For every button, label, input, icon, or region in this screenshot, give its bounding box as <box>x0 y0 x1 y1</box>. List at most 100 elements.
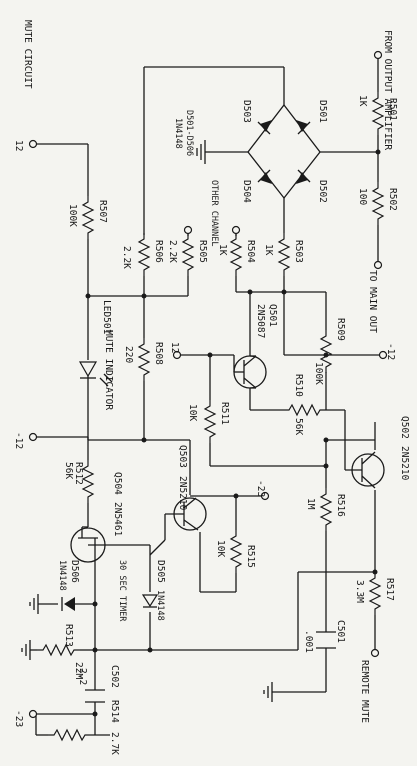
label-diodes-note-a: D501-D506 <box>184 110 194 156</box>
val-r515: 10K <box>215 540 226 557</box>
val-r514: 2.7K <box>109 732 120 755</box>
ground-icon <box>263 682 326 702</box>
val-r502: 100 <box>357 188 368 205</box>
terminal-plus12-a <box>28 139 38 149</box>
resistor-r510 <box>282 404 327 416</box>
label-to-main-out: TO MAIN OUT <box>367 270 378 333</box>
val-r501: 1K <box>357 95 368 107</box>
ref-d503: D503 <box>241 100 252 123</box>
terminal-input <box>373 50 383 60</box>
ref-c501: C501 <box>335 620 346 643</box>
terminal-label-t4: -12 <box>13 432 24 449</box>
label-mute-indicator: MUTE INDICATOR <box>103 330 114 410</box>
resistor-r504 <box>230 232 242 277</box>
diode-d502 <box>296 169 311 184</box>
junctions <box>85 149 381 717</box>
val-r504: 1K <box>217 244 228 256</box>
ref-d506: D506 <box>69 560 80 583</box>
label-diodes-note-b: 1N4148 <box>173 118 183 149</box>
label-timer: 30 SEC TIMER <box>117 560 127 622</box>
led-501 <box>78 361 113 390</box>
val-r512: 56K <box>63 462 74 479</box>
transistor-q503 <box>164 497 207 540</box>
ref-r504: R504 <box>245 240 256 263</box>
ref-r503: R503 <box>293 240 304 263</box>
val-r510: 56K <box>293 418 304 435</box>
val-d505: 1N4148 <box>155 590 165 621</box>
val-c501: .001 <box>303 630 314 653</box>
terminal-label-t6: -23 <box>13 710 24 727</box>
resistor-r506 <box>138 232 150 277</box>
ref-r516: R516 <box>335 494 346 517</box>
val-r503: 1K <box>263 244 274 256</box>
terminal-plus12-b <box>172 350 182 360</box>
ref-r506: R506 <box>153 240 164 263</box>
val-q501: 2N5087 <box>255 304 266 338</box>
transistor-q502 <box>344 451 385 489</box>
ref-r515: R515 <box>245 545 256 568</box>
ref-d501: D501 <box>317 100 328 123</box>
diode-d503 <box>257 120 272 135</box>
terminal-remote-mute <box>370 648 380 658</box>
val-q504: 2N5461 <box>112 502 123 537</box>
val-q503: 2N5210 <box>177 476 188 511</box>
terminal-main-out <box>373 260 383 270</box>
ref-d502: D502 <box>317 180 328 203</box>
terminal-other-channel-b <box>231 225 241 235</box>
val-r506: 2.2K <box>121 246 132 269</box>
terminal-other-channel <box>183 225 193 235</box>
val-c502: 2.2 <box>77 668 88 685</box>
transistor-q504 <box>70 526 115 563</box>
ref-r502: R502 <box>387 188 398 211</box>
resistor-r503 <box>278 232 290 277</box>
ref-r509: R509 <box>335 318 346 341</box>
ref-r510: R510 <box>293 374 304 397</box>
label-from: FROM OUTPUT AMPLIFIER <box>382 30 393 150</box>
terminal-minus12-b <box>28 432 38 442</box>
transistor-q501 <box>233 355 267 389</box>
val-q502: 2N5210 <box>399 446 410 481</box>
val-d506: 1N4148 <box>57 560 67 591</box>
ground-icon <box>196 140 210 164</box>
val-r517: 3.3M <box>354 580 365 603</box>
terminal-minus23-a <box>260 491 270 501</box>
ref-q502: Q502 <box>399 416 410 439</box>
terminal-minus12-a <box>378 350 388 360</box>
resistor-r511 <box>204 399 216 444</box>
val-r509: 100K <box>313 362 324 385</box>
ref-q504: Q504 <box>112 472 123 495</box>
ref-d505: D505 <box>155 560 166 583</box>
diode-d504 <box>257 169 272 184</box>
ref-r514: R514 <box>109 700 120 723</box>
diode-d505 <box>141 594 159 608</box>
diode-d506 <box>61 597 75 611</box>
ref-c502: C502 <box>109 665 120 688</box>
ground-icon <box>21 640 31 660</box>
terminal-minus23-b <box>28 709 38 719</box>
capacitor-c501 <box>316 631 336 649</box>
resistor-r516 <box>320 487 332 532</box>
resistor-r507 <box>82 195 94 240</box>
terminal-label-t3: 12 <box>169 342 180 353</box>
ref-r505: R505 <box>197 240 208 263</box>
wiring <box>30 58 380 736</box>
terminals <box>28 50 388 719</box>
ref-led501: LED501 <box>101 300 112 335</box>
terminal-label-t1: 12 <box>13 140 24 151</box>
ref-r511: R511 <box>219 402 230 425</box>
capacitor-c502 <box>85 689 105 703</box>
label-title: MUTE CIRCUIT <box>22 20 33 89</box>
ref-q503: Q503 <box>177 445 188 468</box>
val-r507: 100K <box>67 204 78 227</box>
ref-r507: R507 <box>97 200 108 223</box>
label-remote-mute: REMOTE MUTE <box>359 660 370 723</box>
ref-r517: R517 <box>384 578 395 601</box>
resistor-r508 <box>138 337 150 382</box>
resistor-r515 <box>230 529 242 574</box>
resistor-r502 <box>372 181 384 226</box>
val-r511: 10K <box>187 404 198 421</box>
ref-r512: R512 <box>73 462 84 485</box>
ref-r513: R513 <box>63 624 74 647</box>
